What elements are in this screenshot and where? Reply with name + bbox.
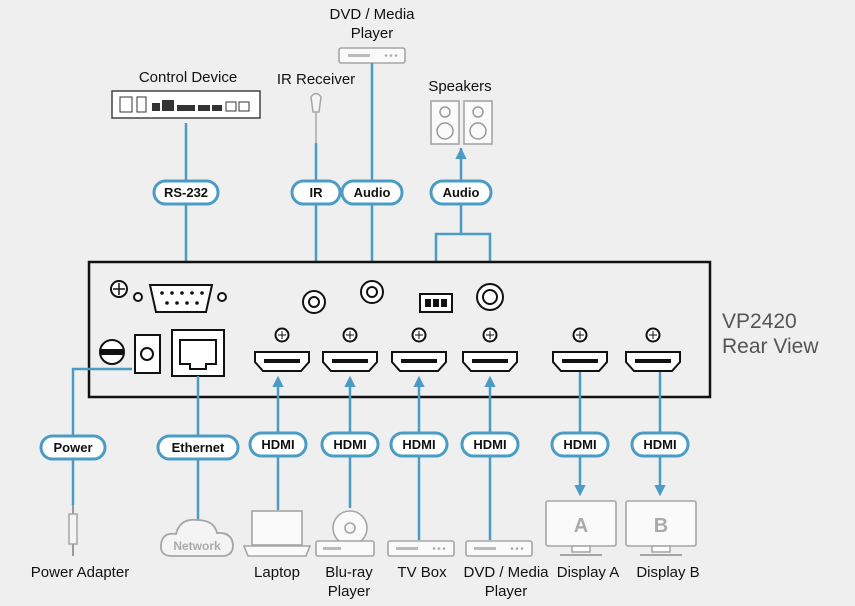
svg-text:Audio: Audio bbox=[354, 185, 391, 200]
dvd-player-bottom-icon bbox=[465, 540, 533, 557]
dvd-top-label-1: DVD / Media bbox=[329, 6, 415, 23]
ir-receiver-icon bbox=[310, 92, 322, 143]
ir-receiver-label: IR Receiver bbox=[277, 71, 355, 88]
ir-tag: IR bbox=[290, 179, 342, 206]
speakers-icon bbox=[430, 100, 493, 145]
audio-in-port bbox=[360, 280, 384, 304]
power-adapter-icon bbox=[68, 505, 78, 556]
svg-text:HDMI: HDMI bbox=[333, 437, 366, 452]
hdmi-out-a-tag: HDMI bbox=[550, 431, 610, 458]
svg-text:IR: IR bbox=[310, 185, 324, 200]
hdmi-in1-port bbox=[254, 327, 310, 372]
audio-out-tag: Audio bbox=[429, 179, 493, 206]
hdmi-ports bbox=[254, 327, 681, 372]
audio-in-tag: Audio bbox=[340, 179, 404, 206]
svg-text:HDMI: HDMI bbox=[643, 437, 676, 452]
audio-out-terminal bbox=[419, 293, 453, 313]
network-cloud-icon: Network bbox=[160, 518, 234, 557]
rs232-port bbox=[133, 284, 227, 313]
power-switch bbox=[99, 339, 125, 365]
svg-text:Network: Network bbox=[173, 539, 221, 553]
control-device-label: Control Device bbox=[139, 69, 237, 86]
svg-text:Ethernet: Ethernet bbox=[172, 440, 225, 455]
model-view: Rear View bbox=[722, 335, 819, 358]
hdmi-out-a-port bbox=[552, 327, 608, 372]
display-b-label: Display B bbox=[636, 564, 699, 581]
ethernet-port bbox=[171, 329, 225, 377]
dvd-bottom-label-2: Player bbox=[485, 583, 528, 600]
tv-box-label: TV Box bbox=[397, 564, 447, 581]
bluray-label-2: Player bbox=[328, 583, 371, 600]
svg-text:Audio: Audio bbox=[443, 185, 480, 200]
dc-power-port bbox=[134, 334, 161, 374]
svg-text:HDMI: HDMI bbox=[473, 437, 506, 452]
hdmi-out-b-port bbox=[625, 327, 681, 372]
svg-text:HDMI: HDMI bbox=[261, 437, 294, 452]
dvd-bottom-label-1: DVD / Media bbox=[463, 564, 549, 581]
display-b-icon: B bbox=[625, 500, 697, 556]
hdmi-out-b-tag: HDMI bbox=[630, 431, 690, 458]
svg-text:A: A bbox=[574, 515, 588, 537]
tv-box-icon bbox=[387, 540, 455, 557]
svg-text:B: B bbox=[654, 515, 668, 537]
hdmi-in4-port bbox=[462, 327, 518, 372]
power-adapter-label: Power Adapter bbox=[31, 564, 129, 581]
svg-text:HDMI: HDMI bbox=[402, 437, 435, 452]
svg-text:RS-232: RS-232 bbox=[164, 185, 208, 200]
hdmi-in3-tag: HDMI bbox=[389, 431, 449, 458]
svg-text:HDMI: HDMI bbox=[563, 437, 596, 452]
power-tag: Power bbox=[39, 434, 107, 461]
laptop-label: Laptop bbox=[254, 564, 300, 581]
ir-port bbox=[302, 290, 326, 314]
hdmi-in2-tag: HDMI bbox=[320, 431, 380, 458]
ethernet-tag: Ethernet bbox=[156, 434, 240, 461]
dvd-top-label-2: Player bbox=[351, 25, 394, 42]
rs232-tag: RS-232 bbox=[152, 179, 220, 206]
hdmi-in4-tag: HDMI bbox=[460, 431, 520, 458]
bluray-player-icon bbox=[315, 510, 375, 557]
hdmi-in3-port bbox=[391, 327, 447, 372]
display-a-label: Display A bbox=[557, 564, 620, 581]
hdmi-in1-tag: HDMI bbox=[248, 431, 308, 458]
laptop-icon bbox=[242, 510, 312, 557]
bluray-label-1: Blu-ray bbox=[325, 564, 373, 581]
dvd-player-top-icon bbox=[338, 47, 406, 64]
control-device-icon bbox=[111, 90, 261, 119]
audio-out-port bbox=[476, 283, 504, 311]
speakers-label: Speakers bbox=[428, 78, 491, 95]
svg-text:Power: Power bbox=[53, 440, 92, 455]
ground-screw-icon bbox=[110, 280, 128, 298]
hdmi-in2-port bbox=[322, 327, 378, 372]
model-name: VP2420 bbox=[722, 310, 797, 333]
display-a-icon: A bbox=[545, 500, 617, 556]
